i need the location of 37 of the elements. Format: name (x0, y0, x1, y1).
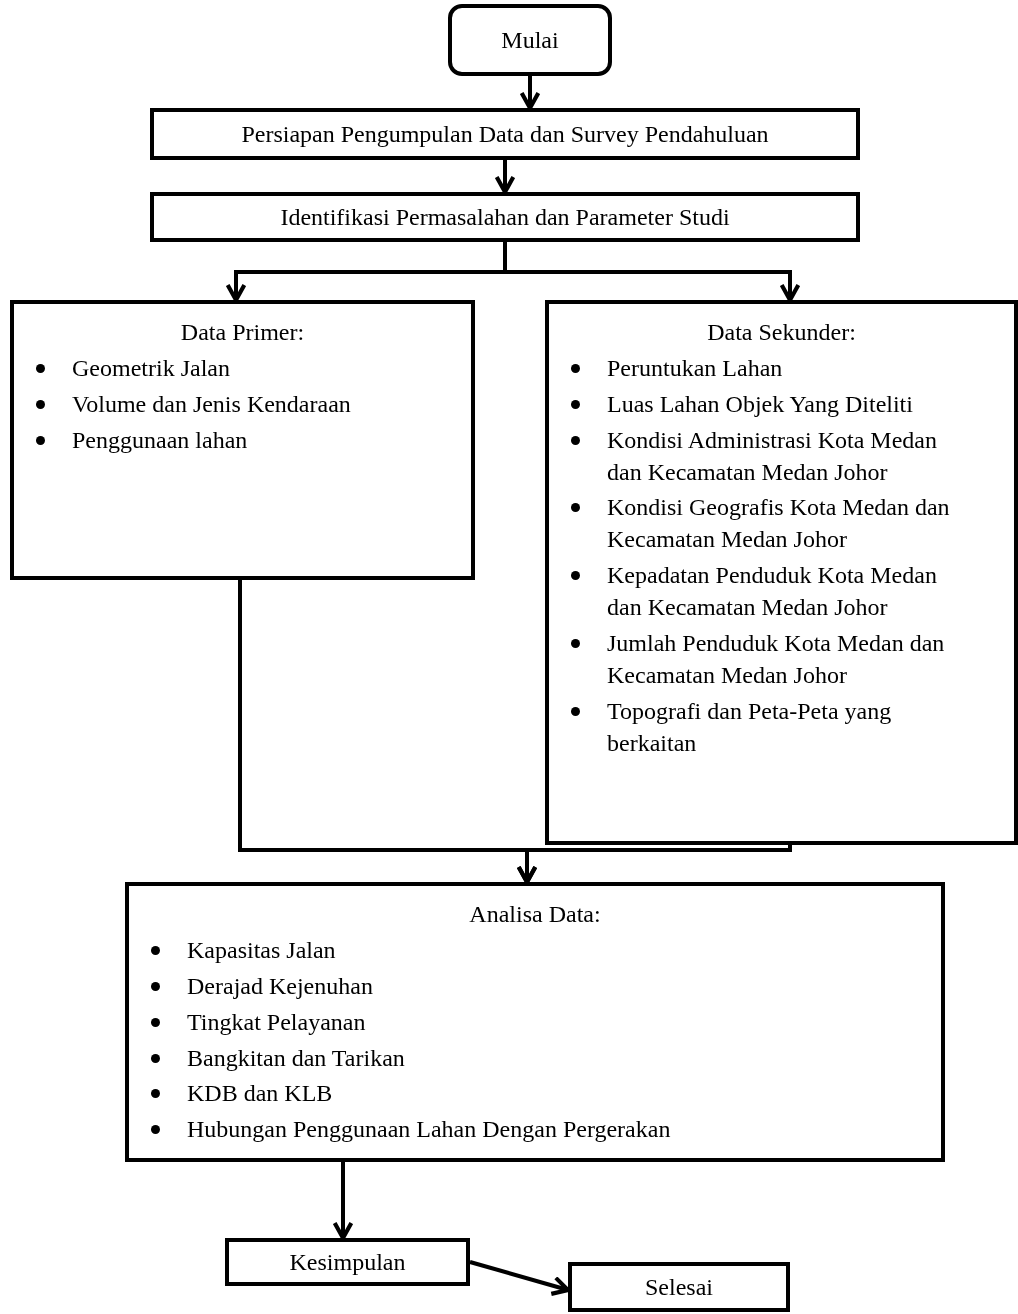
terminal-box (448, 4, 612, 76)
box-label: Kesimpulan (288, 1247, 407, 1277)
list-item: Topografi dan Peta-Peta yang berkaitan (607, 697, 892, 756)
box-heading: Analisa Data: (468, 900, 602, 929)
process-box (225, 1238, 470, 1286)
process-box (10, 300, 475, 580)
list-item: Derajad Kejenuhan (187, 972, 373, 999)
arrow (519, 76, 541, 111)
list-item: Hubungan Penggunaan Lahan Dengan Pergerakan (187, 1116, 671, 1143)
process-box (150, 192, 860, 242)
process-box (150, 108, 860, 160)
terminal-box (568, 1262, 790, 1312)
arrow (332, 1162, 354, 1241)
list-item: Penggunaan lahan (72, 426, 248, 453)
list-item: Geometrik Jalan (72, 354, 230, 381)
list-item: Tingkat Pelayanan (187, 1008, 366, 1035)
box-label: Persiapan Pengumpulan Data dan Survey Pendahuluan (240, 119, 770, 149)
box-label: Mulai (500, 25, 560, 55)
box-label: Identifikasi Permasalahan dan Parameter Studi (279, 202, 731, 232)
arrow (516, 845, 792, 885)
list-item: KDB dan KLB (187, 1080, 333, 1107)
list-item: Kondisi Geografis Kota Medan dan Kecamatan Medan Johor (607, 494, 950, 553)
list-item: Kondisi Administrasi Kota Medan dan Kecamatan Medan Johor (607, 426, 937, 485)
list-item: Kapasitas Jalan (187, 936, 336, 963)
box-heading: Data Primer: (179, 318, 306, 347)
list-item: Jumlah Penduduk Kota Medan dan Kecamatan Medan Johor (607, 630, 945, 688)
list-item: Volume dan Jenis Kendaraan (72, 390, 351, 417)
process-box (545, 300, 1018, 845)
box-label: Selesai (644, 1272, 714, 1302)
list-item: Kepadatan Penduduk Kota Medan dan Kecamatan Medan Johor (607, 562, 937, 621)
list-item: Peruntukan Lahan (607, 354, 783, 381)
list-item: Luas Lahan Objek Yang Diteliti (607, 390, 913, 417)
arrow (494, 160, 516, 195)
process-box (125, 882, 945, 1162)
box-heading: Data Sekunder: (706, 318, 857, 347)
list-item: Bangkitan dan Tarikan (187, 1044, 405, 1071)
arrow (503, 242, 801, 303)
